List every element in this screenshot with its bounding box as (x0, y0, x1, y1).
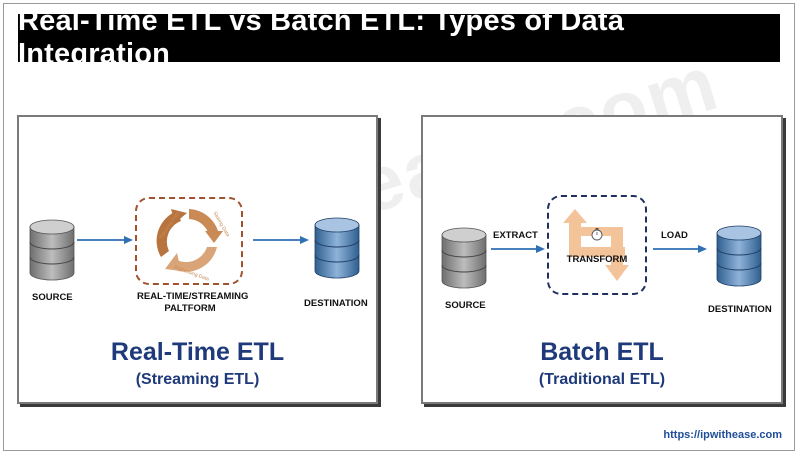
transform-icon (563, 209, 629, 281)
platform-label-line1: REAL-TIME/STREAMING (137, 291, 249, 302)
realtime-etl-panel: SOURCE Ingesting Data Storing Data Proce… (17, 115, 378, 404)
transform-box (547, 195, 647, 295)
outer-frame (3, 3, 795, 451)
source-label: SOURCE (32, 292, 73, 303)
batch-etl-panel: SOURCE EXTRACT TRANSFORM LOAD (421, 115, 783, 404)
load-label: LOAD (661, 230, 688, 241)
realtime-etl-subtitle: (Streaming ETL) (135, 371, 260, 388)
page-title: Real-Time ETL vs Batch ETL: Types of Dat… (18, 5, 780, 70)
destination-label: DESTINATION (708, 304, 772, 315)
destination-database-icon (314, 217, 360, 279)
batch-etl-subtitle: (Traditional ETL) (538, 371, 666, 388)
batch-etl-title: Batch ETL (540, 338, 664, 366)
source-label: SOURCE (445, 300, 486, 311)
extract-label: EXTRACT (493, 230, 538, 241)
arrow-load (653, 245, 707, 253)
arrow-extract (491, 245, 545, 253)
transform-label: TRANSFORM (566, 254, 628, 265)
destination-label: DESTINATION (304, 298, 368, 309)
destination-database-icon (716, 225, 762, 287)
cycle-icon: Ingesting Data Storing Data Processing D… (156, 209, 231, 283)
source-database-icon (29, 219, 75, 281)
realtime-etl-title: Real-Time ETL (110, 338, 285, 366)
source-database-icon (441, 227, 487, 289)
footer-link[interactable]: https://ipwithease.com (663, 429, 782, 441)
arrow-to-destination (253, 236, 309, 244)
arrow-to-platform (77, 236, 133, 244)
streaming-platform-box (135, 197, 243, 285)
platform-label-line2: PALTFORM (164, 303, 216, 314)
